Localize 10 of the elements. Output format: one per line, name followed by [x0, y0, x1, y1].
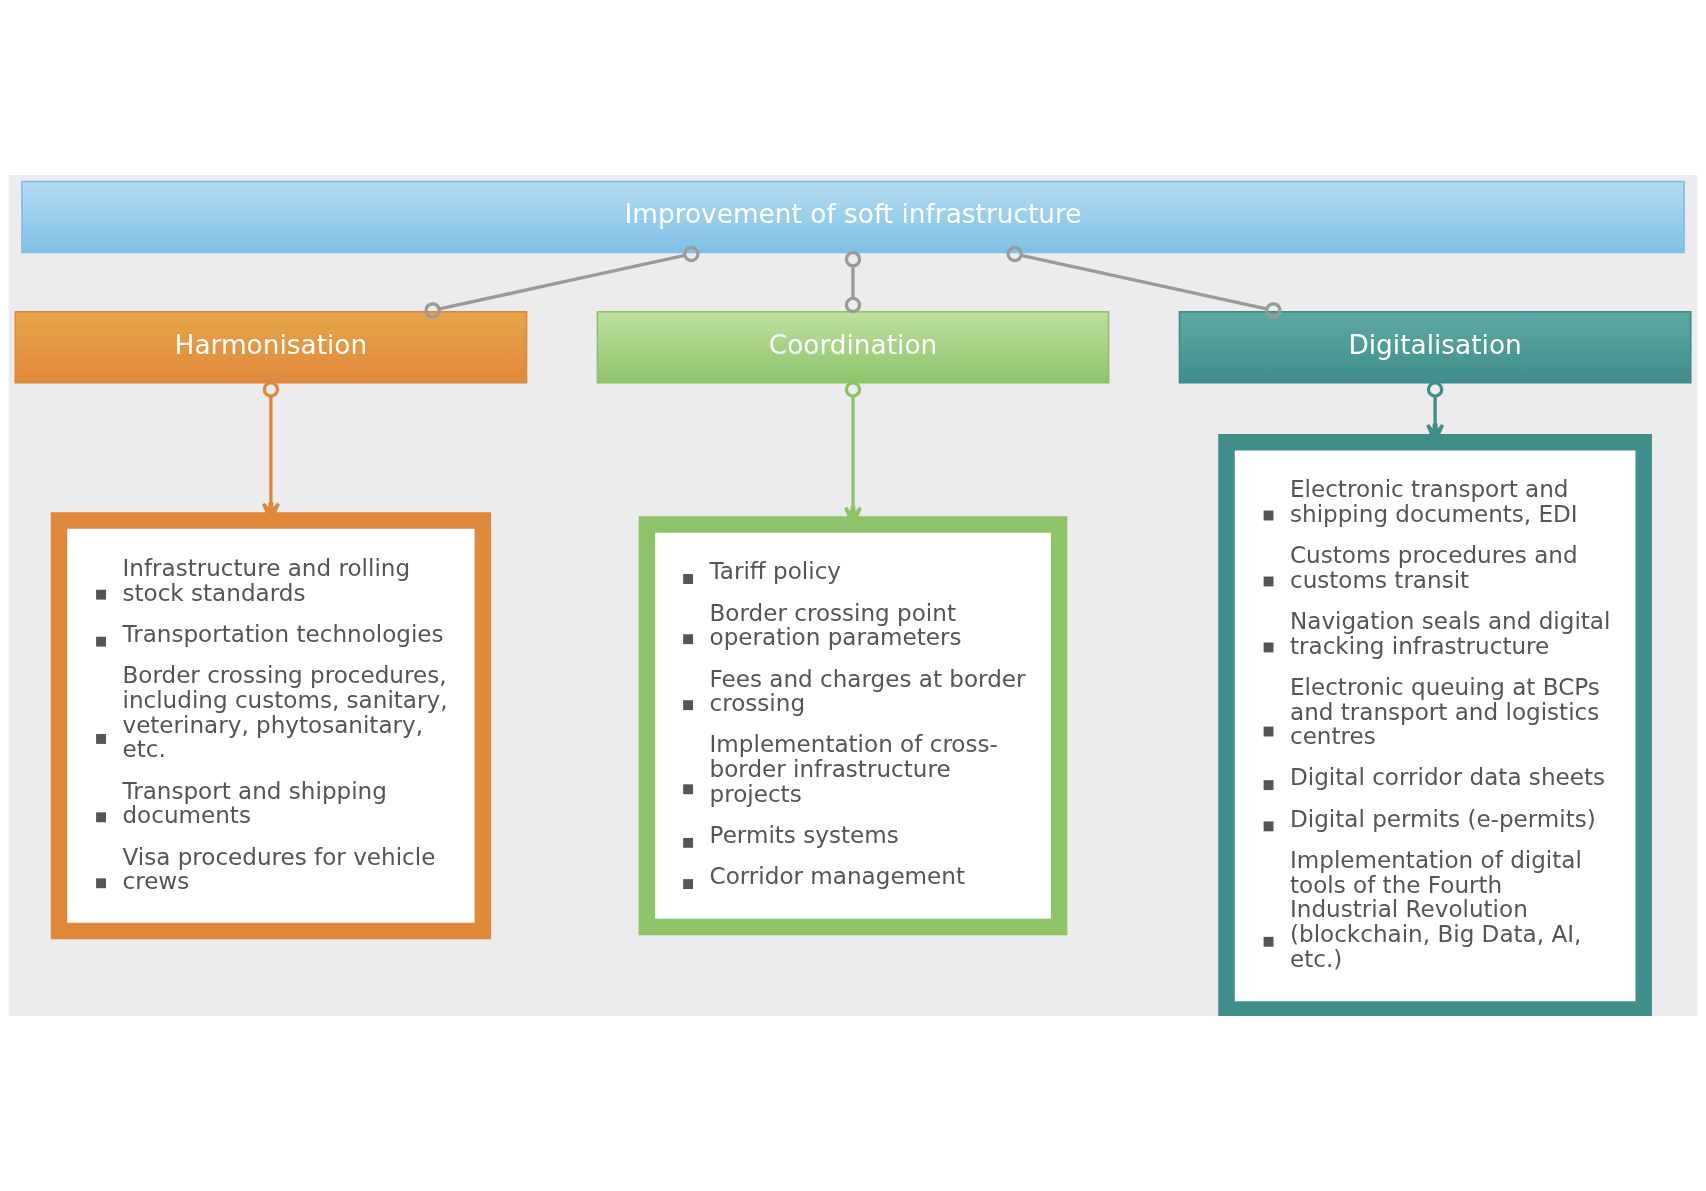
connector: [844, 251, 862, 314]
node-box: Tariff policy Border crossing point operation parameters Fees and charges at border crossing Implementation of cross-border infrastructure projects Permits systems Corridor management: [638, 516, 1068, 936]
node-box: Coordination: [596, 311, 1110, 384]
node-box: Electronic transport and shipping documents, EDI Customs procedures and customs transit Navigation seals and digital tracking infrastructure Electronic queuing at BCPs and transport and logistics centres Digital corridor data sheets Digital permits (e-permits) Implementation of digital tools of the Fourth Industrial Revolution (blockchain, Big Data, AI, etc.): [1218, 433, 1652, 1016]
node-box: Improvement of soft infrastructure: [21, 180, 1685, 254]
node-box: Digitalisation: [1178, 311, 1692, 384]
node-box: Infrastructure and rolling stock standards Transportation technologies Border crossing procedures, including customs, sanitary, veterinary, phytosanitary, etc. Transport and shipping documents Visa procedures for vehicle crews: [50, 512, 492, 940]
connector: [1006, 245, 1282, 319]
connector: [424, 245, 700, 319]
node-box: Harmonisation: [14, 311, 528, 384]
